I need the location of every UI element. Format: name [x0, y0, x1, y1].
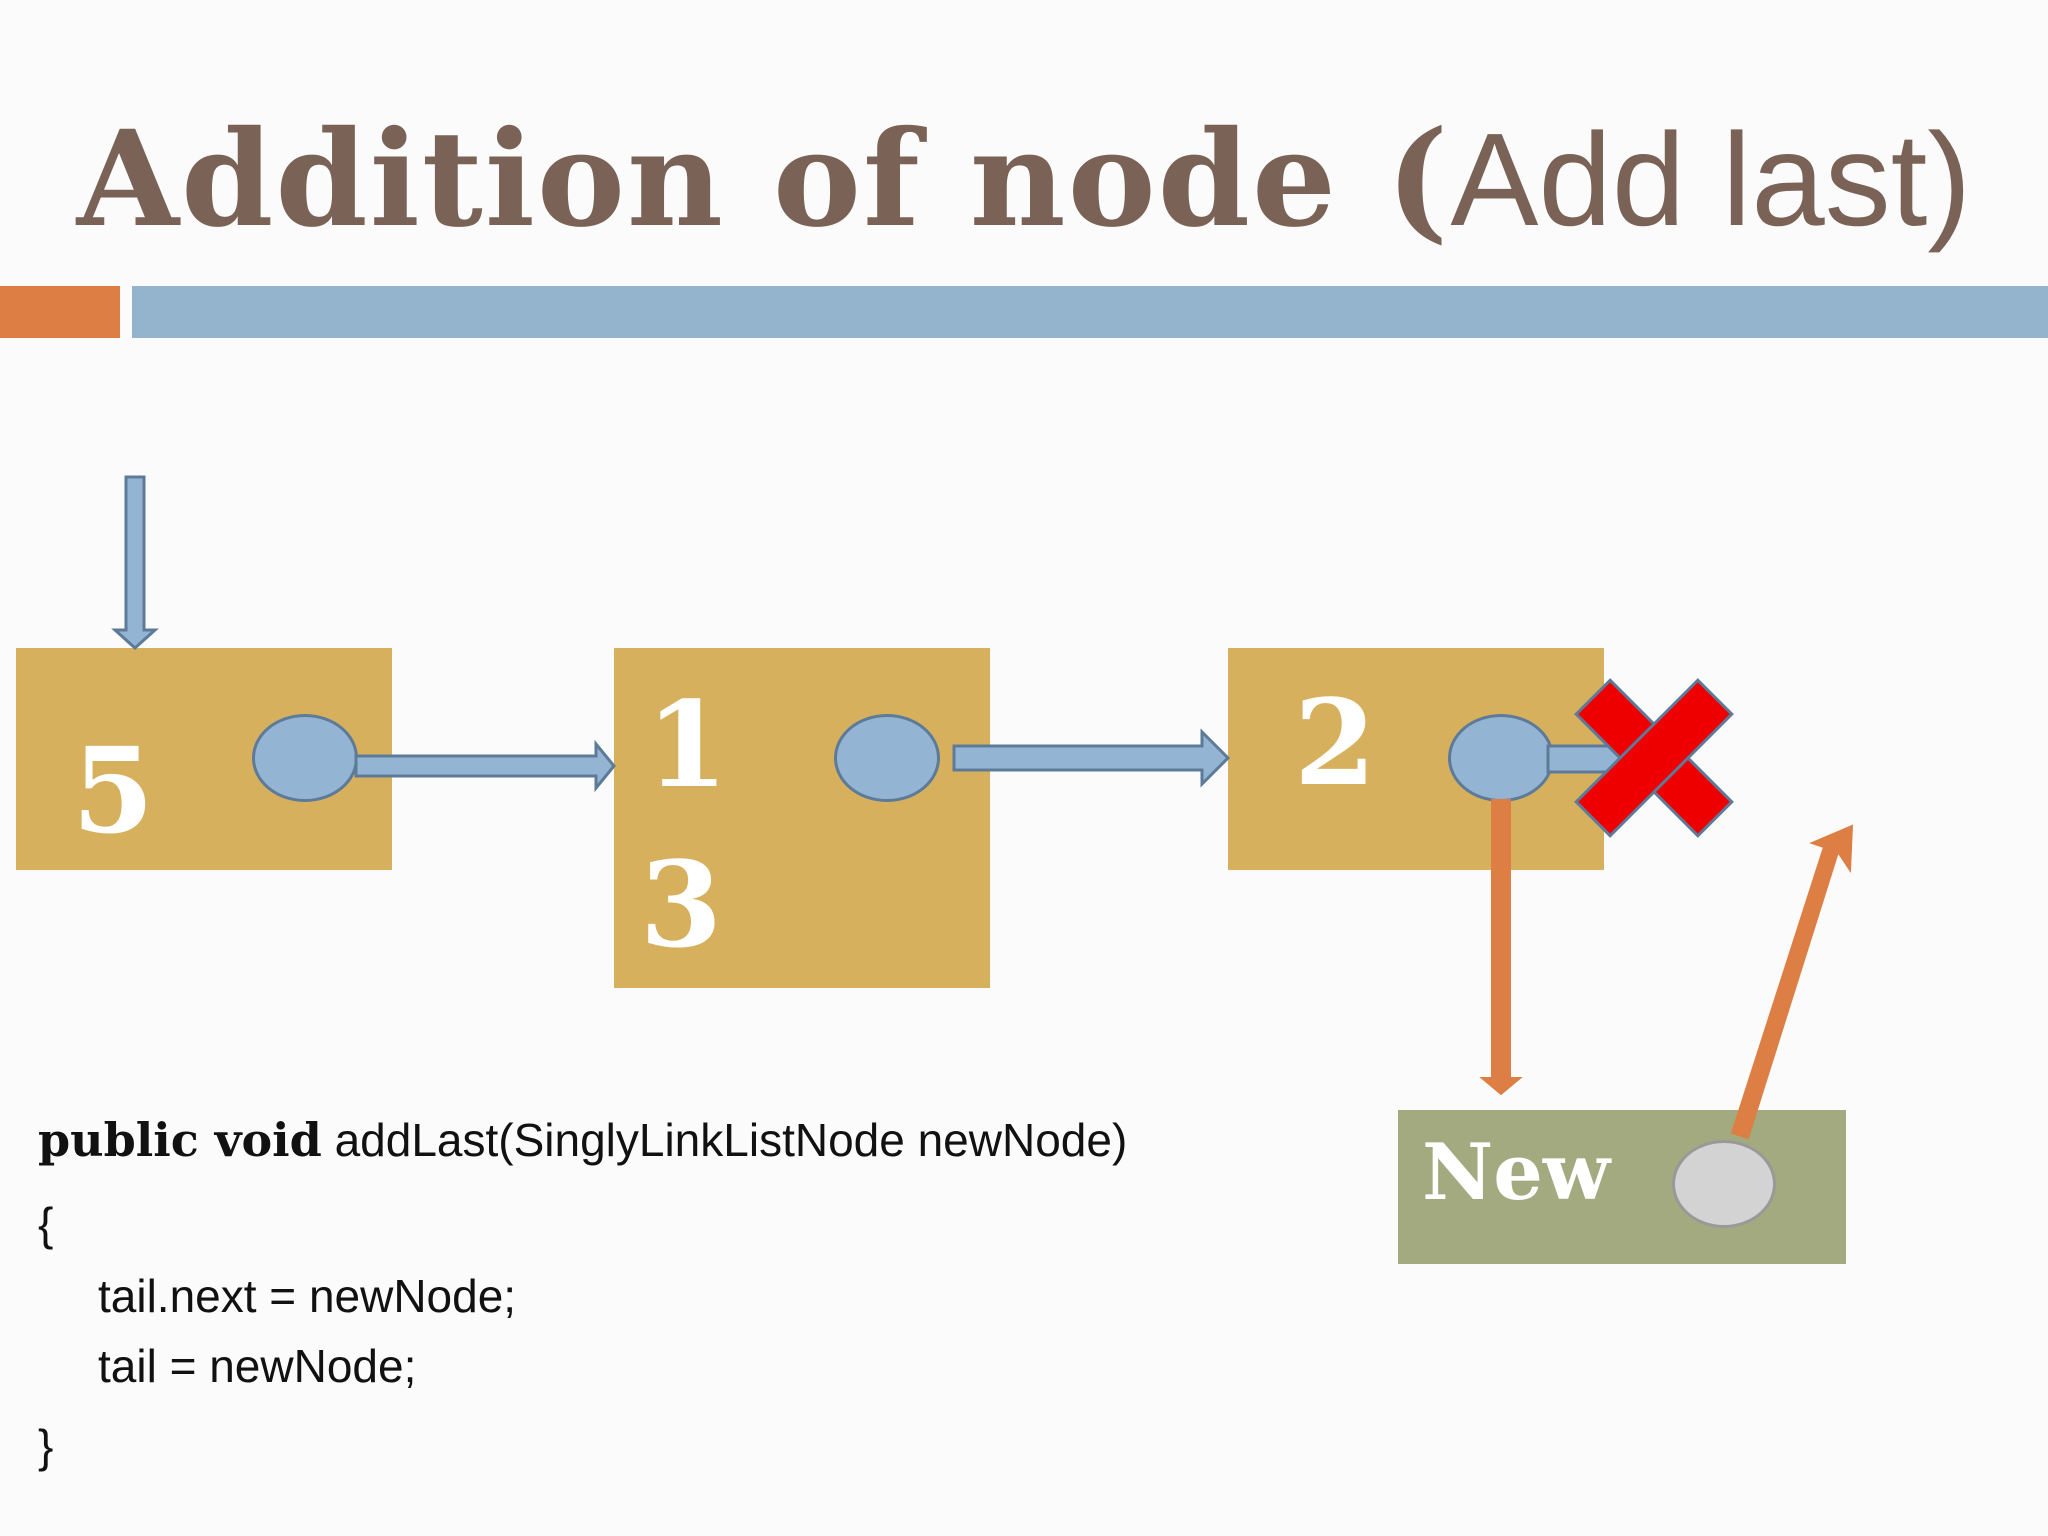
- title-bold-part: Addition of node (: [76, 102, 1451, 257]
- list-node-13: 1 3: [614, 648, 990, 988]
- new-node: New: [1398, 1110, 1846, 1264]
- node-value: 5: [72, 721, 155, 860]
- list-node-5: 5: [16, 648, 392, 870]
- node-value-line-2: 3: [640, 835, 723, 974]
- code-close-brace: }: [38, 1420, 54, 1472]
- slide-title: Addition of node (Add last): [0, 100, 2048, 261]
- link-arrow-13-to-2: [952, 728, 1231, 788]
- code-signature: public void addLast(SinglyLinkListNode n…: [38, 1114, 1127, 1166]
- node-pointer: [834, 714, 940, 802]
- accent-bar-orange: [0, 286, 120, 338]
- code-line-1: tail.next = newNode;: [98, 1270, 517, 1322]
- code-keywords: public void: [38, 1113, 322, 1167]
- title-regular-part: Add last): [1450, 106, 1972, 253]
- red-x-icon: [1574, 678, 1734, 838]
- head-arrow: [111, 475, 159, 651]
- new-node-pointer: [1672, 1140, 1776, 1228]
- link-arrow-2-to-new: [1479, 799, 1523, 1096]
- code-line-2: tail = newNode;: [98, 1340, 417, 1392]
- node-value-line-1: 1: [646, 675, 729, 814]
- list-node-2: 2: [1228, 648, 1604, 870]
- code-signature-rest: addLast(SinglyLinkListNode newNode): [321, 1114, 1128, 1166]
- node-value: 2: [1294, 673, 1377, 812]
- link-arrow-5-to-13: [354, 739, 616, 793]
- code-open-brace: {: [38, 1198, 54, 1250]
- tail-arrow: [1730, 824, 1854, 1140]
- accent-bar-blue: [132, 286, 2048, 338]
- new-node-label: New: [1422, 1127, 1611, 1218]
